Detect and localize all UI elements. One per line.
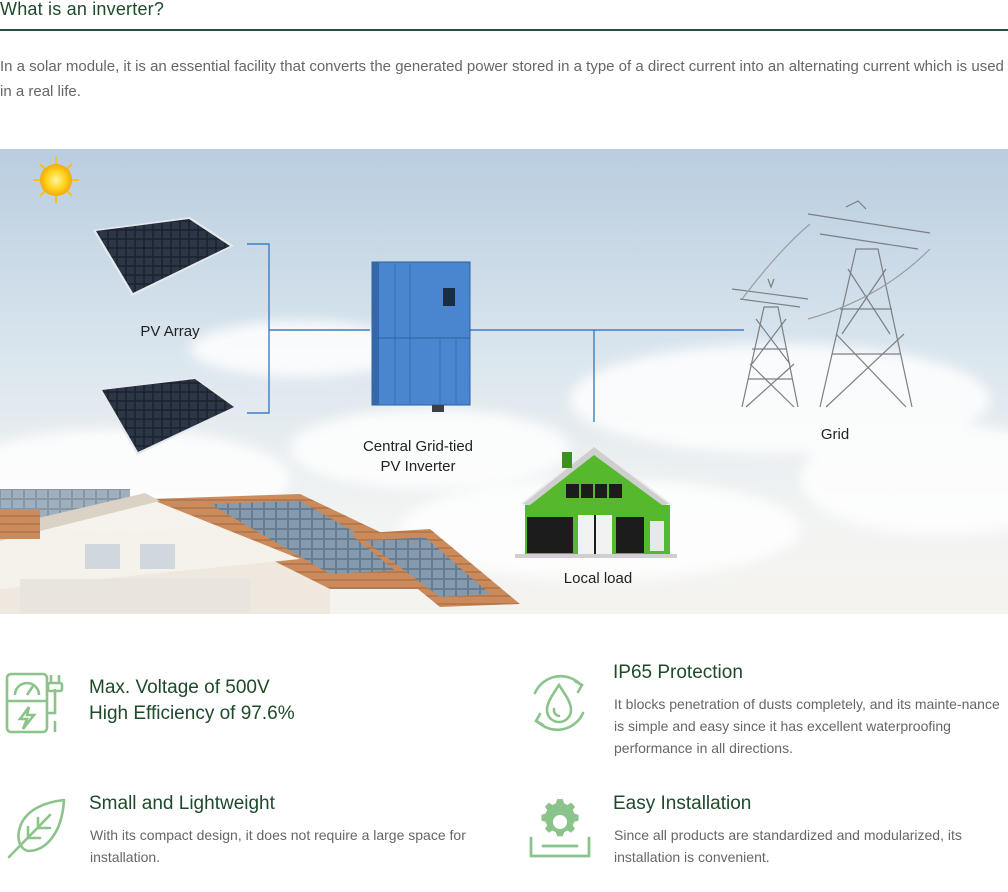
diagram-illustration (0, 149, 1008, 614)
rooftop-houses-icon (0, 489, 520, 614)
pv-array-label: PV Array (140, 323, 200, 340)
intro-paragraph: In a solar module, it is an essential fa… (0, 58, 1004, 100)
voltage-meter-icon (5, 672, 64, 734)
inverter-label-line2: PV Inverter (380, 458, 456, 475)
feature-description: Since all products are standardized and … (614, 827, 962, 865)
leaf-icon (7, 798, 66, 859)
water-drop-icon (533, 674, 585, 732)
title-divider (0, 29, 1008, 31)
inverter-label-line1: Central Grid-tied (362, 438, 474, 455)
feature-description: It blocks penetration of dusts completel… (614, 696, 1000, 756)
house-icon (515, 444, 677, 558)
page-title: What is an inverter? (0, 0, 165, 19)
feature-title: Easy Installation (613, 793, 752, 814)
power-tower-icon (731, 200, 931, 408)
inverter-diagram: PV Array Central Grid-tied PV Inverter G… (0, 149, 1008, 614)
pv-panel-top-icon (93, 217, 234, 296)
inverter-icon (371, 261, 471, 412)
grid-label: Grid (820, 426, 850, 443)
local-load-label: Local load (563, 570, 633, 587)
feature-title: Small and Lightweight (89, 793, 275, 814)
feature-title: Max. Voltage of 500V High Efficiency of … (89, 677, 295, 724)
sun-icon (33, 157, 79, 203)
feature-description: With its compact design, it does not req… (90, 827, 466, 865)
feature-title: IP65 Protection (613, 662, 743, 683)
gear-icon (529, 799, 591, 858)
pv-panel-bottom-icon (99, 377, 238, 455)
